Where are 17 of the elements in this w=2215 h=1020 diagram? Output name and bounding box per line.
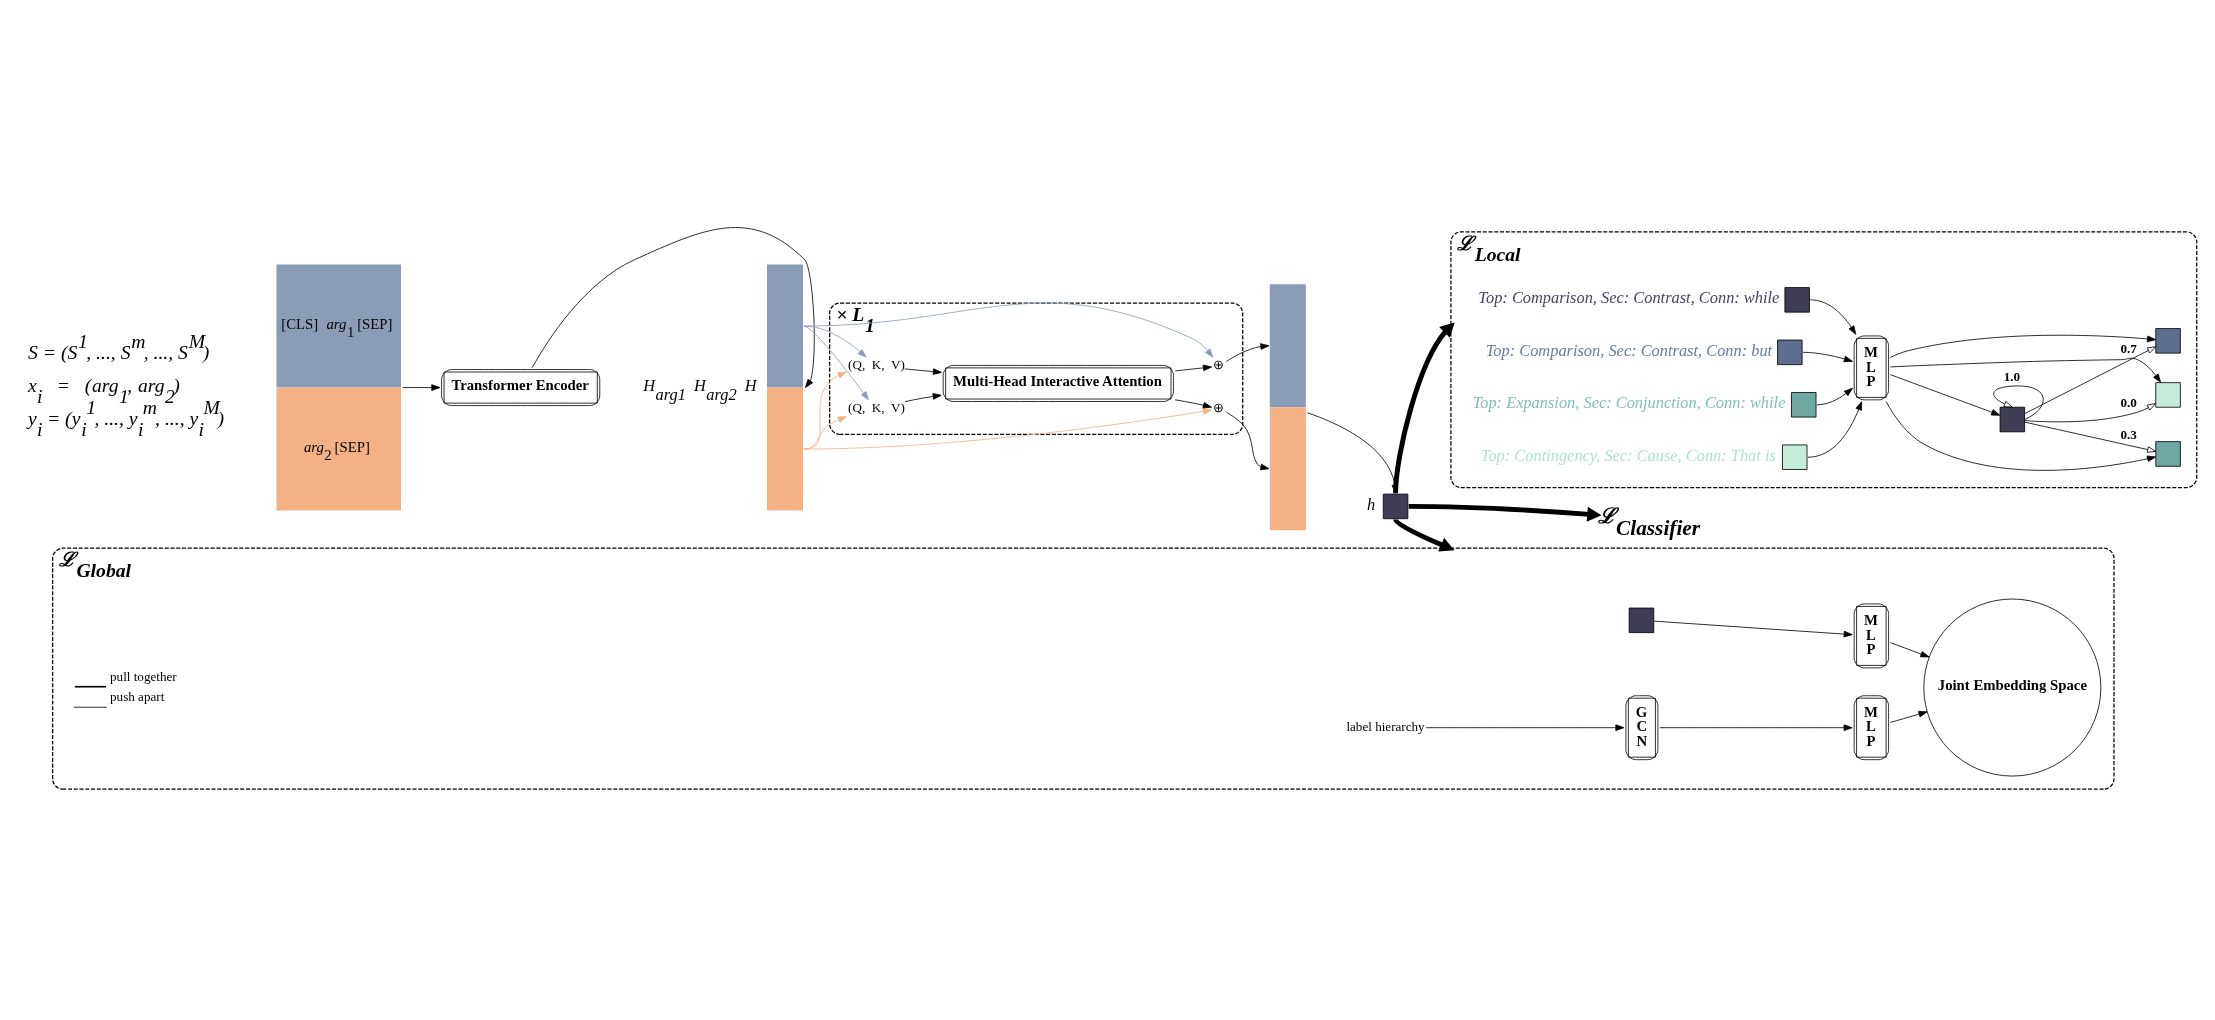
node-label: H (744, 375, 757, 395)
legend-label: pull together (110, 668, 177, 684)
legend-label: push apart (110, 688, 165, 704)
edge-label: 0.7 (2120, 340, 2137, 356)
node-text: label hierarchy (1346, 718, 1425, 734)
node-label: Top: Comparison, Sec: Contrast, Conn: but (1485, 340, 1773, 360)
edge-label: 0.3 (2120, 426, 2137, 442)
node-text: ⊕ (1213, 399, 1225, 415)
edge-label: 1.0 (2003, 368, 2021, 384)
node-text: ⊕ (1213, 356, 1225, 372)
node-text: (Q, K, V) (848, 399, 905, 415)
node-label: h (1366, 494, 1376, 514)
node-text: (Q, K, V) (848, 356, 905, 372)
edge-label: 0.0 (2120, 394, 2137, 410)
node-label: Top: Expansion, Sec: Conjunction, Conn: while (1472, 392, 1786, 412)
node-label: Top: Contingency, Sec: Cause, Conn: That is (1480, 445, 1776, 464)
node-label: Top: Comparison, Sec: Contrast, Conn: while (1478, 287, 1780, 307)
